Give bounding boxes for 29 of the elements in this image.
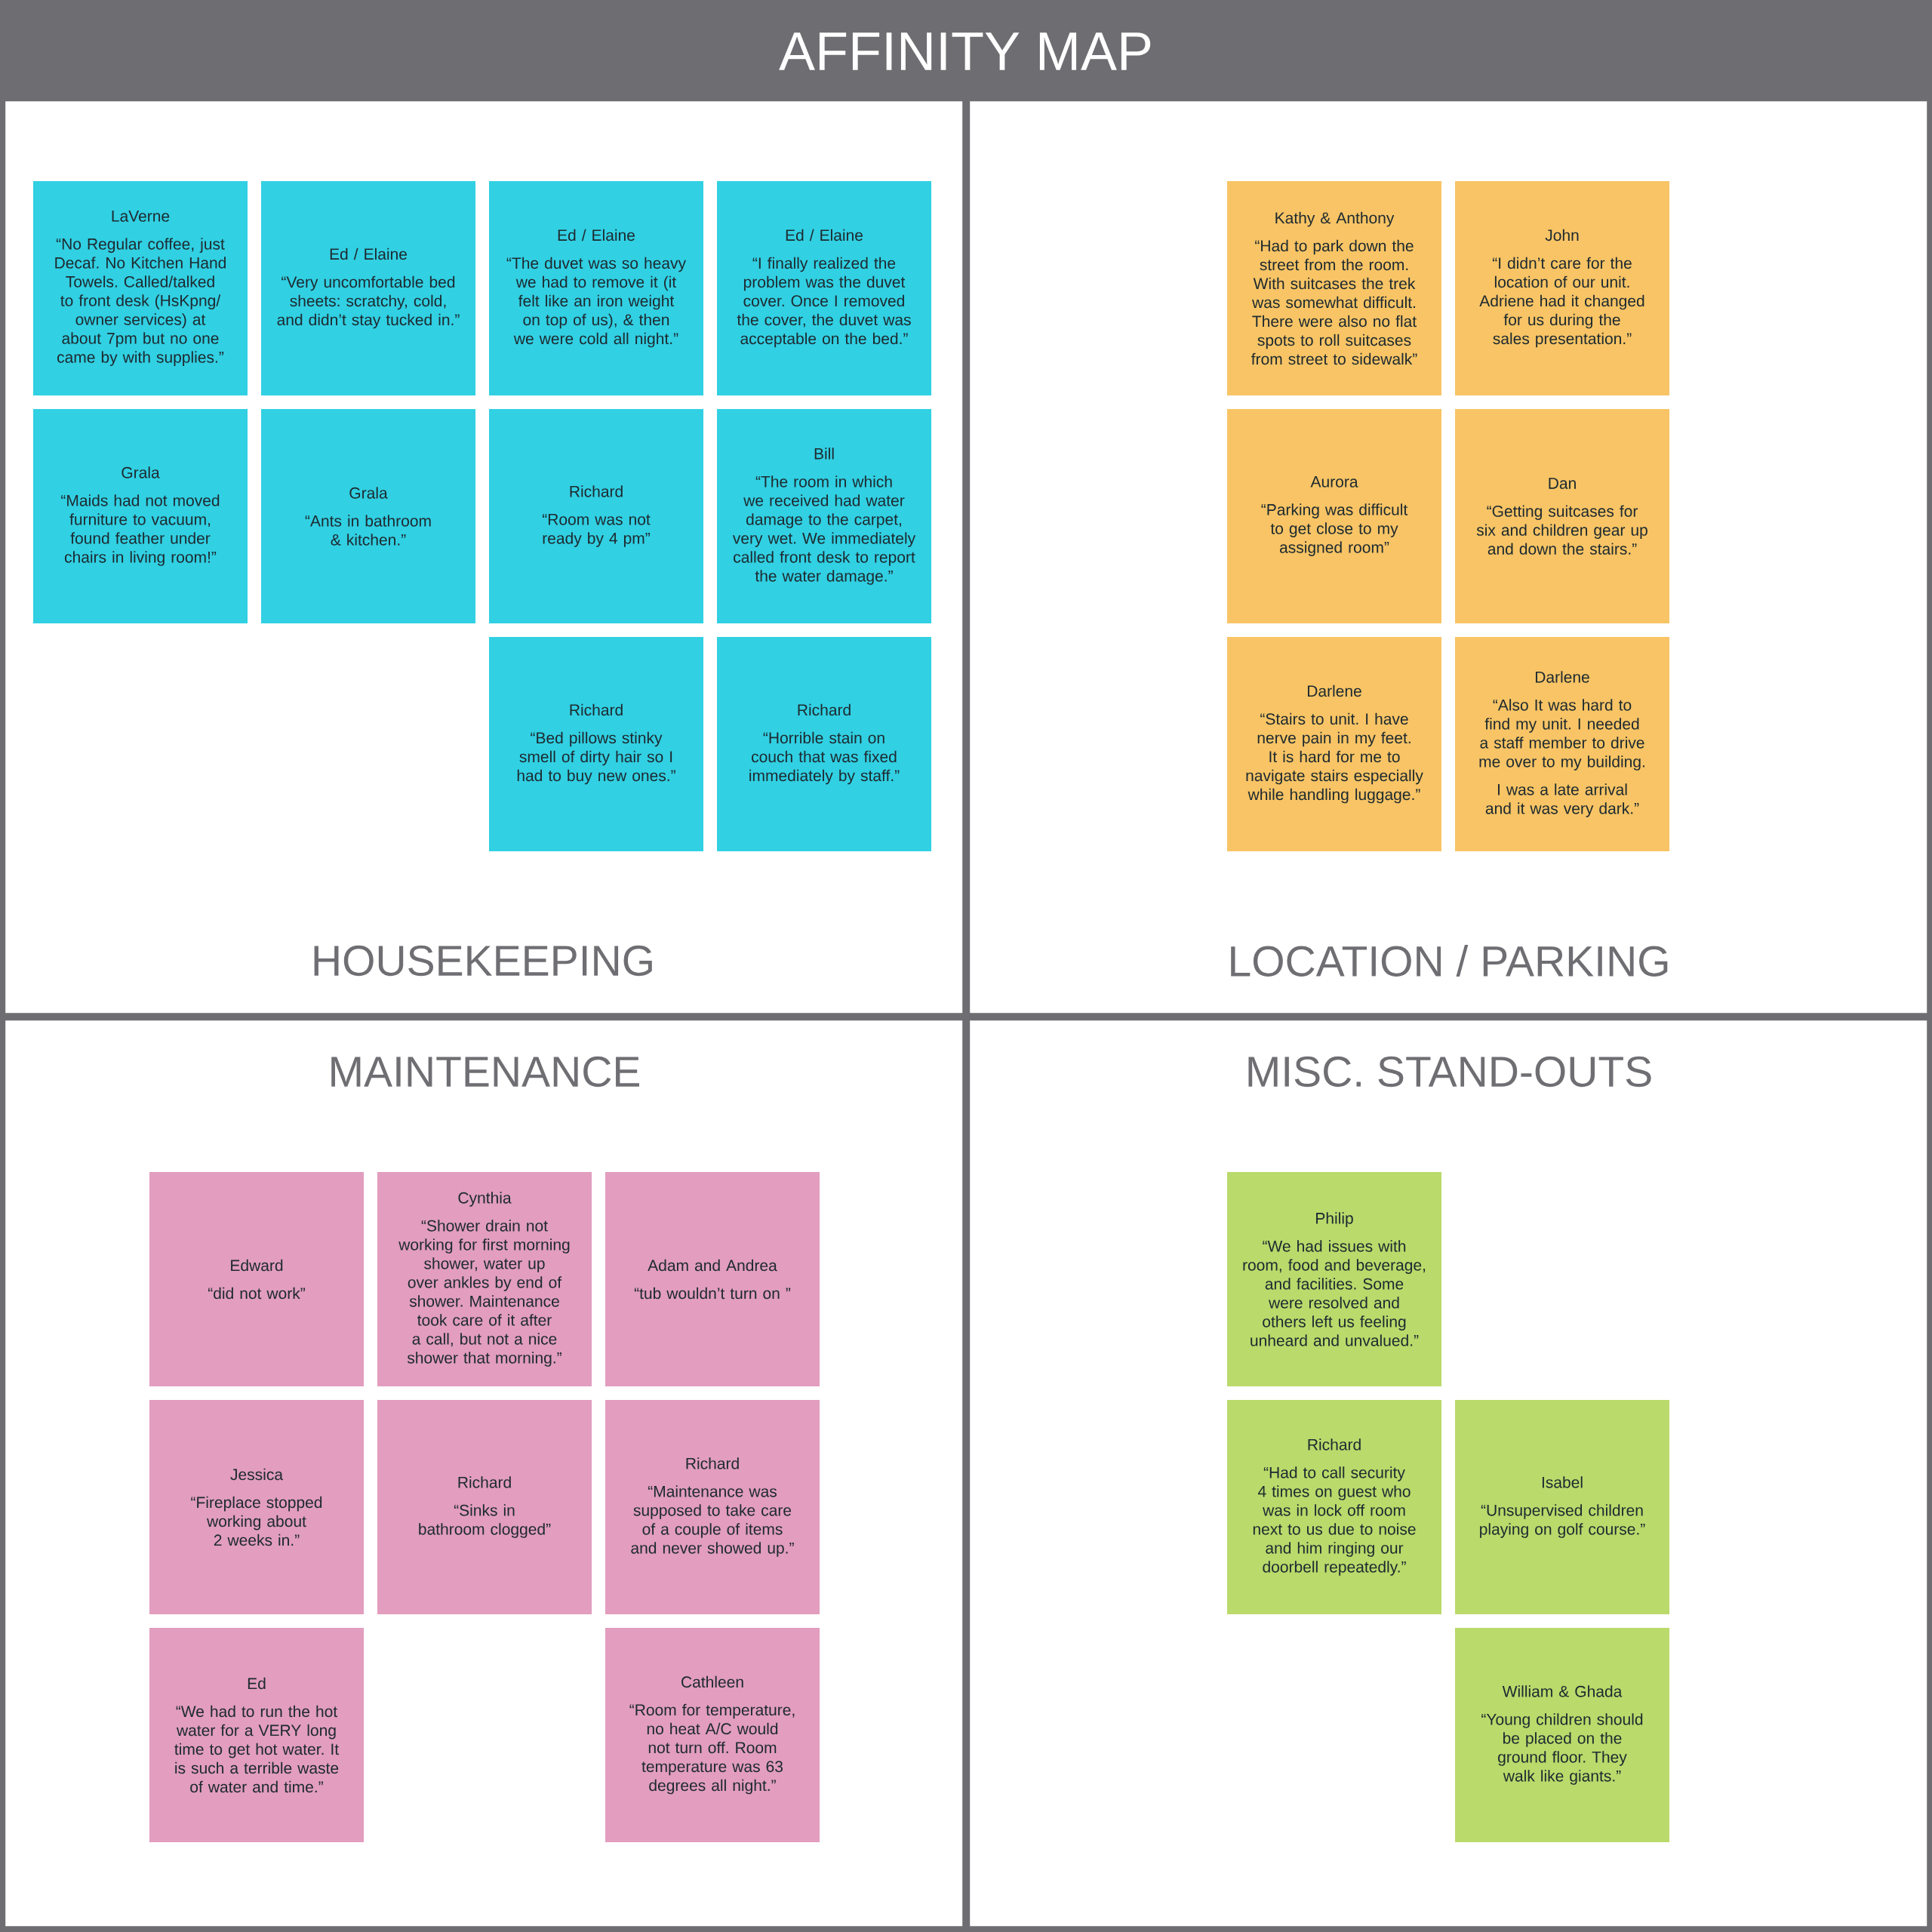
sticky-note: LaVerne “No Regular coffee, just Decaf. No Kitchen Hand Towels. Called/talked to front desk (HsKpng/ owner services) at about 7pm but no one came by with supplies.” [33,181,248,395]
sticky-note: Grala “Maids had not moved furniture to vacuum, found feather under chairs in living room!” [33,409,248,623]
sticky-note: Dan “Getting suitcases for six and children gear up and down the stairs.” [1455,409,1670,623]
sticky-note: Adam and Andrea “tub wouldn’t turn on ” [605,1172,820,1386]
sticky-note: Richard “Had to call security 4 times on guest who was in lock off room next to us due to noise and him ringing our doorbell repeatedly.” [1227,1400,1441,1615]
sticky-note: Darlene “Stairs to unit. I have nerve pain in my feet. It is hard for me to navigate stairs especially while handling luggage.” [1227,637,1441,851]
sticky-note: Grala “Ants in bathroom & kitchen.” [261,409,475,623]
sticky-note: Richard “Sinks in bathroom clogged” [377,1400,592,1615]
sticky-note: Richard “Horrible stain on couch that was fixed immediately by staff.” [717,637,931,851]
sticky-note: Richard “Bed pillows stinky smell of dirty hair so I had to buy new ones.” [489,637,703,851]
sticky-note: Ed / Elaine “Very uncomfortable bed sheets: scratchy, cold, and didn’t stay tucked in.” [261,181,475,395]
sticky-note: Cynthia “Shower drain not working for first morning shower, water up over ankles by end of shower. Maintenance took care of it after a call, but not a nice shower that morning.” [377,1172,592,1386]
sticky-note: Richard “Room was not ready by 4 pm” [489,409,703,623]
sticky-note: Isabel “Unsupervised children playing on golf course.” [1455,1400,1670,1615]
sticky-note: John “I didn’t care for the location of our unit. Adriene had it changed for us during the sales presentation.” [1455,181,1670,395]
sticky-note: Ed / Elaine “I finally realized the problem was the duvet cover. Once I removed the cover, the duvet was acceptable on the bed.” [717,181,931,395]
sticky-note: William & Ghada “Young children should be placed on the ground floor. They walk like giants.” [1455,1628,1670,1843]
sticky-note: Cathleen “Room for temperature, no heat A/C would not turn off. Room temperature was 63 degrees all night.” [605,1628,820,1843]
sticky-note: Ed / Elaine “The duvet was so heavy we had to remove it (it felt like an iron weight on top of us), & then we were cold all night.” [489,181,703,395]
sticky-note: Philip “We had issues with room, food and beverage, and facilities. Some were resolved and others left us feeling unheard and unvalued.” [1227,1172,1441,1386]
sticky-note: Ed “We had to run the hot water for a VERY long time to get hot water. It is such a terrible waste of water and time.” [149,1628,364,1843]
sticky-note: Jessica “Fireplace stopped working about 2 weeks in.” [149,1400,364,1615]
sticky-note: Edward “did not work” [149,1172,364,1386]
sticky-note: Aurora “Parking was difficult to get close to my assigned room” [1227,409,1441,623]
sticky-note: Darlene “Also It was hard to find my unit. I needed a staff member to drive me over to my building. I was a late arrival and it was very dark.” [1455,637,1670,851]
title-bar: AFFINITY MAP [0,0,1932,101]
sticky-note: Kathy & Anthony “Had to park down the street from the room. With suitcases the trek was somewhat difficult. There were also no flat spots to roll suitcases from street to sidewalk” [1227,181,1441,395]
sticky-note: Bill “The room in which we received had water damage to the carpet, very wet. We immediately called front desk to report the water damage.” [717,409,931,623]
sticky-note: Richard “Maintenance was supposed to take care of a couple of items and never showed up.” [605,1400,820,1615]
